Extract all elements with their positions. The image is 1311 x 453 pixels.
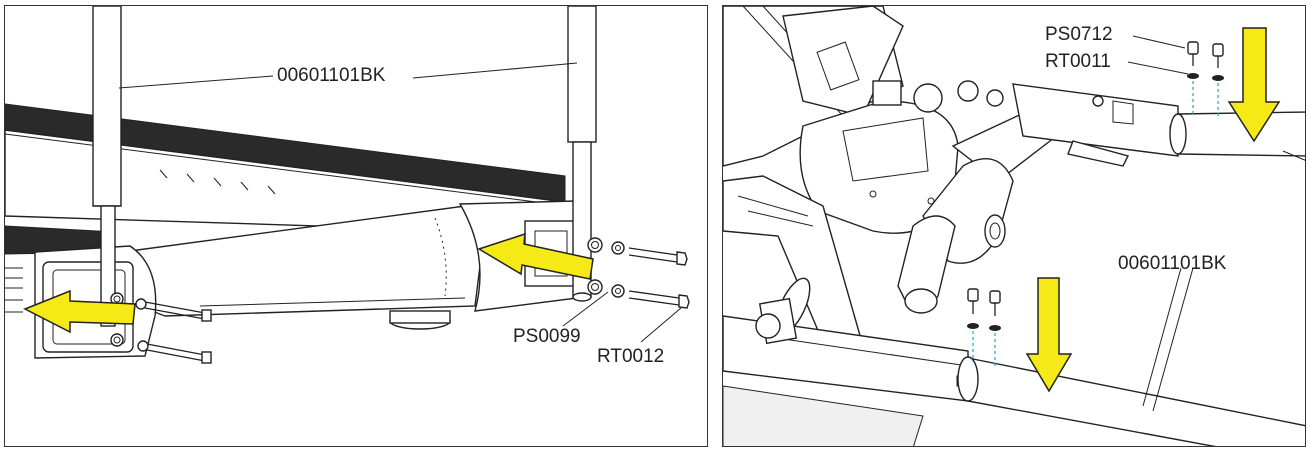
upper-screw-set	[1187, 41, 1224, 116]
right-bolt-set	[587, 237, 690, 309]
lower-screw-set	[967, 288, 1001, 366]
console-frame	[723, 6, 1004, 234]
upright-tube-left	[92, 6, 122, 327]
left-bolt-set	[110, 292, 212, 364]
left-assembly-panel: 00601101BK PS0099 RT0012	[4, 5, 708, 447]
arrow-left-icon	[477, 232, 594, 280]
label-screw-ps0712: PS0712	[1045, 24, 1113, 45]
right-assembly-panel: PS0712 RT0011 00601101BK	[722, 5, 1306, 447]
label-washer-rt0012: RT0012	[597, 346, 664, 367]
label-tube-00601101BK: 00601101BK	[1118, 253, 1227, 274]
label-bolt-ps0099: PS0099	[513, 326, 581, 347]
callout-leaders	[118, 62, 682, 343]
label-washer-rt0011: RT0011	[1045, 51, 1111, 72]
callout-leaders	[1127, 35, 1194, 412]
left-assembly-drawing: 00601101BK PS0099 RT0012	[5, 6, 690, 367]
arrow-down-icon	[1025, 277, 1073, 393]
arrow-down-icon	[1227, 27, 1281, 143]
label-upright-tube: 00601101BK	[277, 65, 386, 86]
upper-crossbar	[1012, 83, 1179, 167]
arrow-left-icon	[23, 289, 136, 334]
right-assembly-drawing: PS0712 RT0011 00601101BK	[723, 6, 1305, 446]
